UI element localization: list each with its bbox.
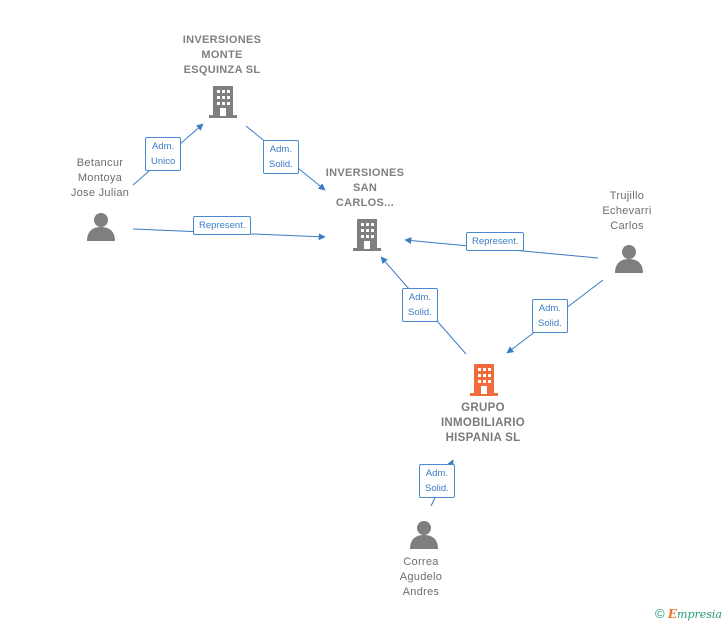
node-label-correa[interactable]: Correa Agudelo Andres — [399, 556, 443, 598]
edge-label-trujillo-sancarlos: Represent. — [466, 232, 525, 251]
building-icon[interactable] — [351, 216, 383, 252]
brand-logo-initial: E — [667, 607, 678, 621]
brand-footer: © Empresia — [655, 606, 722, 621]
edge-label-monte-sancarlos: Adm. Solid. — [263, 140, 299, 174]
edge-label-correa-hispania: Adm. Solid. — [419, 464, 455, 498]
building-icon[interactable] — [207, 83, 239, 119]
edge-label-betancur-monte: Adm. Unico — [145, 137, 182, 171]
node-label-betancur[interactable]: Betancur Montoya Jose Julian — [70, 157, 130, 199]
edge-label-hispania-sancarlos: Adm. Solid. — [402, 288, 438, 322]
edge-label-trujillo-hispania: Adm. Solid. — [532, 299, 568, 333]
edge-label-betancur-sancarlos: Represent. — [193, 216, 252, 235]
person-icon[interactable] — [409, 519, 439, 549]
node-label-monte-esquinza[interactable]: INVERSIONES MONTE ESQUINZA SL — [182, 34, 262, 76]
node-label-trujillo[interactable]: Trujillo Echevarri Carlos — [602, 190, 652, 232]
node-label-hispania[interactable]: GRUPO INMOBILIARIO HISPANIA SL — [440, 402, 526, 444]
copyright-icon: © — [654, 606, 665, 621]
brand-logo-text: mpresia — [677, 608, 722, 621]
person-icon[interactable] — [86, 211, 116, 241]
building-icon-main[interactable] — [468, 361, 500, 397]
node-label-san-carlos[interactable]: INVERSIONES SAN CARLOS... — [325, 167, 405, 209]
person-icon[interactable] — [614, 243, 644, 273]
